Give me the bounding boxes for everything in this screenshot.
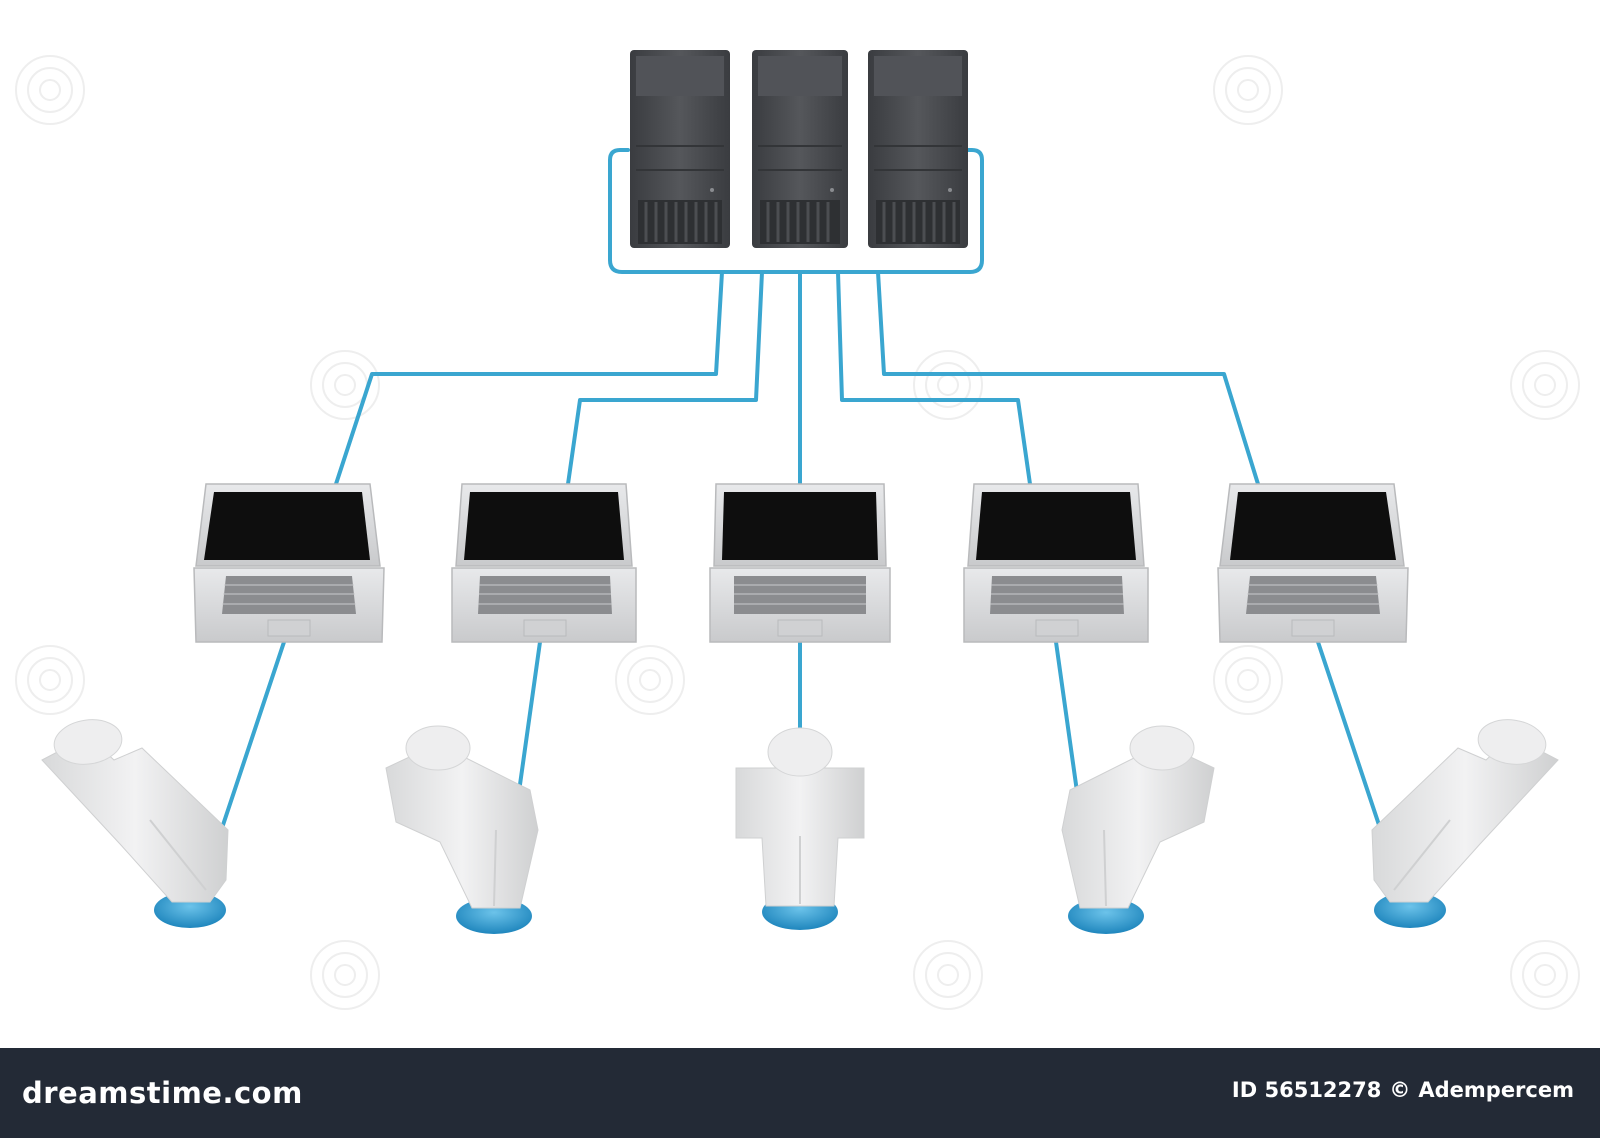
server-icon <box>868 50 968 248</box>
cable-laptop-5-to-user-5 <box>1316 640 1392 860</box>
cable-server-to-laptop-1 <box>334 270 724 486</box>
image-id: ID 56512278 <box>1231 1078 1382 1102</box>
laptop-icon <box>709 483 891 643</box>
copyright-icon: © <box>1389 1078 1411 1102</box>
cable-server-to-laptop-2 <box>566 270 764 486</box>
watermark-swirl-icon <box>1510 350 1580 420</box>
watermark-swirl-icon <box>1213 645 1283 715</box>
watermark-swirl-icon <box>15 55 85 125</box>
watermark-layer <box>15 55 1580 1010</box>
network-diagram <box>15 50 1580 1010</box>
watermark-swirl-icon <box>913 940 983 1010</box>
person-icon <box>1371 719 1559 928</box>
server-ring-cable <box>608 148 984 274</box>
laptop-icon <box>451 483 637 643</box>
server-icon <box>630 50 730 248</box>
dreamstime-logo: dreamstime.com <box>22 1068 303 1118</box>
watermark-swirl-icon <box>1510 940 1580 1010</box>
person-icon <box>41 719 229 928</box>
watermark-swirl-icon <box>615 645 685 715</box>
footer-bar: dreamstime.com ID 56512278 © Adempercem <box>0 1048 1600 1138</box>
cable-laptop-1-to-user-1 <box>210 640 286 860</box>
server-icon <box>752 50 848 248</box>
watermark-swirl-icon <box>1213 55 1283 125</box>
watermark-swirl-icon <box>15 645 85 715</box>
network-cables <box>210 148 1392 872</box>
server-cluster <box>630 50 968 248</box>
laptop-row <box>193 483 1409 643</box>
person-icon <box>1061 725 1215 934</box>
footer-logo-text: dreamstime.com <box>22 1076 303 1110</box>
user-row <box>41 719 1559 934</box>
cable-server-to-laptop-4 <box>836 270 1032 486</box>
person-icon <box>735 727 865 930</box>
watermark-swirl-icon <box>913 350 983 420</box>
person-icon <box>385 725 539 934</box>
watermark-swirl-icon <box>310 940 380 1010</box>
laptop-icon <box>1217 483 1409 643</box>
laptop-icon <box>963 483 1149 643</box>
author-name: Adempercem <box>1418 1078 1574 1102</box>
footer-credit: ID 56512278 © Adempercem <box>1232 1078 1574 1102</box>
laptop-icon <box>193 483 385 643</box>
cable-server-to-laptop-5 <box>876 270 1260 486</box>
